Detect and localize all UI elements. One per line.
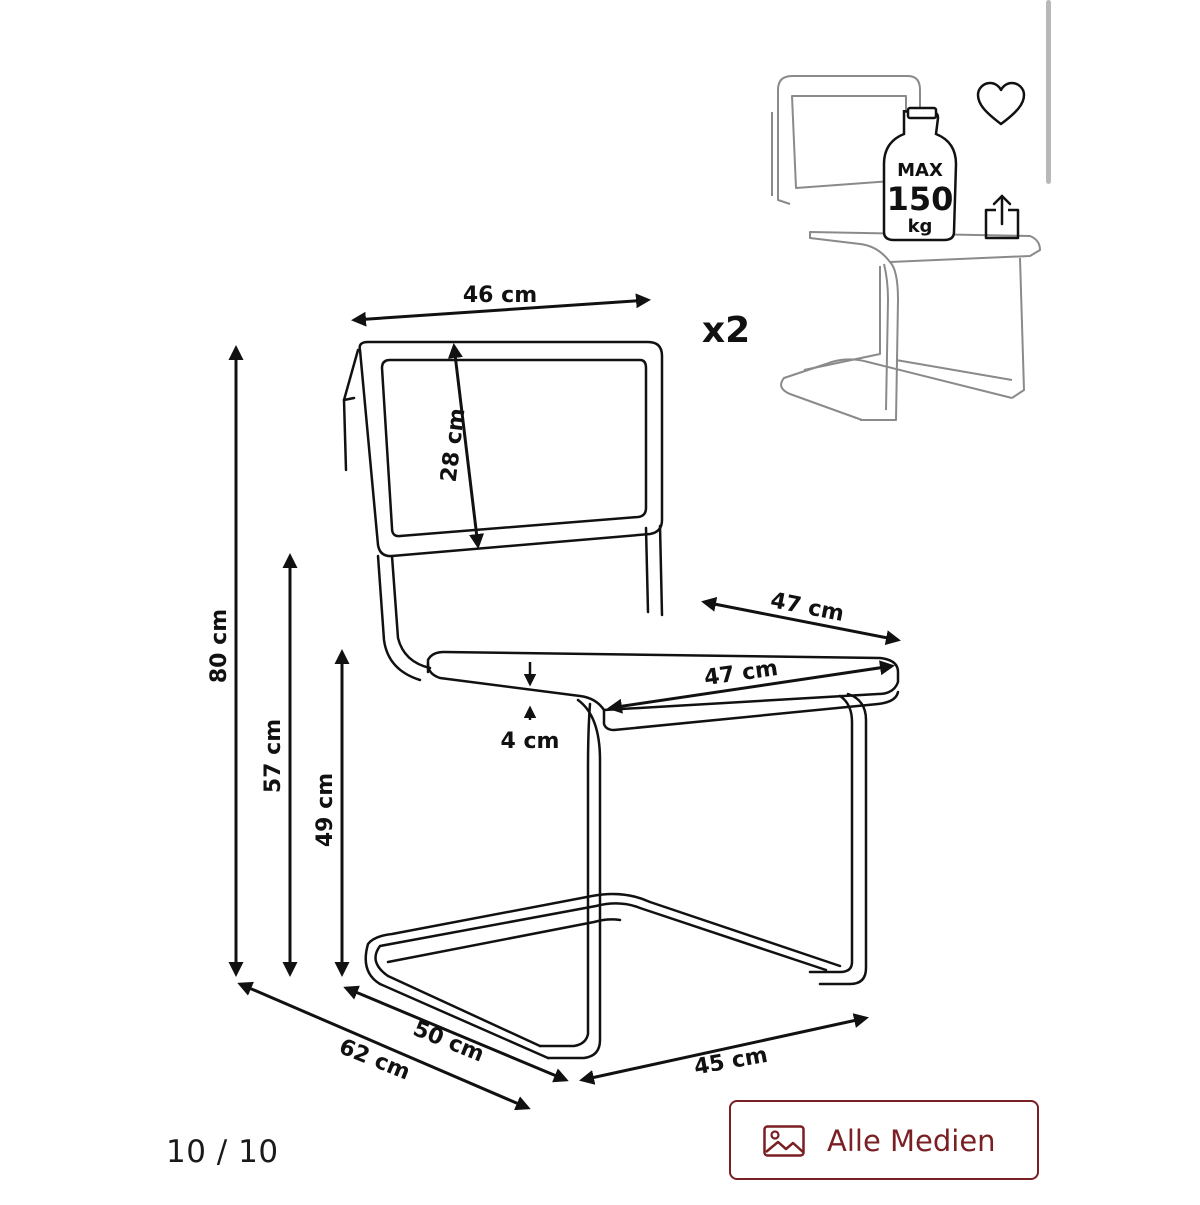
max-load-unit: kg xyxy=(908,216,933,237)
favorite-button[interactable] xyxy=(975,80,1027,128)
total-height-label: 80 cm xyxy=(207,609,232,683)
share-button[interactable] xyxy=(982,192,1022,242)
heart-icon xyxy=(976,81,1026,126)
base-depth-label: 50 cm xyxy=(409,1016,487,1067)
quantity-label: x2 xyxy=(702,310,750,351)
dimension-lines xyxy=(228,293,901,1111)
max-load-badge: MAX 150 kg xyxy=(882,106,958,242)
max-label: MAX xyxy=(897,160,943,181)
share-icon xyxy=(984,194,1020,240)
chair-outline xyxy=(342,340,900,1060)
seat-height-label: 49 cm xyxy=(313,773,338,847)
top-width-label: 46 cm xyxy=(463,283,537,308)
gallery-counter: 10 / 10 xyxy=(166,1134,279,1170)
all-media-label: Alle Medien xyxy=(827,1124,996,1158)
max-load-value: 150 xyxy=(887,180,954,218)
backrest-height-label: 28 cm xyxy=(437,407,471,484)
seat-thickness-label: 4 cm xyxy=(501,729,560,754)
load-capacity-chair xyxy=(771,75,1041,421)
scrollbar[interactable] xyxy=(1046,0,1051,184)
base-width-label: 45 cm xyxy=(692,1043,769,1081)
image-icon xyxy=(763,1125,805,1157)
all-media-button[interactable]: Alle Medien xyxy=(729,1100,1039,1180)
armrest-height-label: 57 cm xyxy=(261,719,286,793)
